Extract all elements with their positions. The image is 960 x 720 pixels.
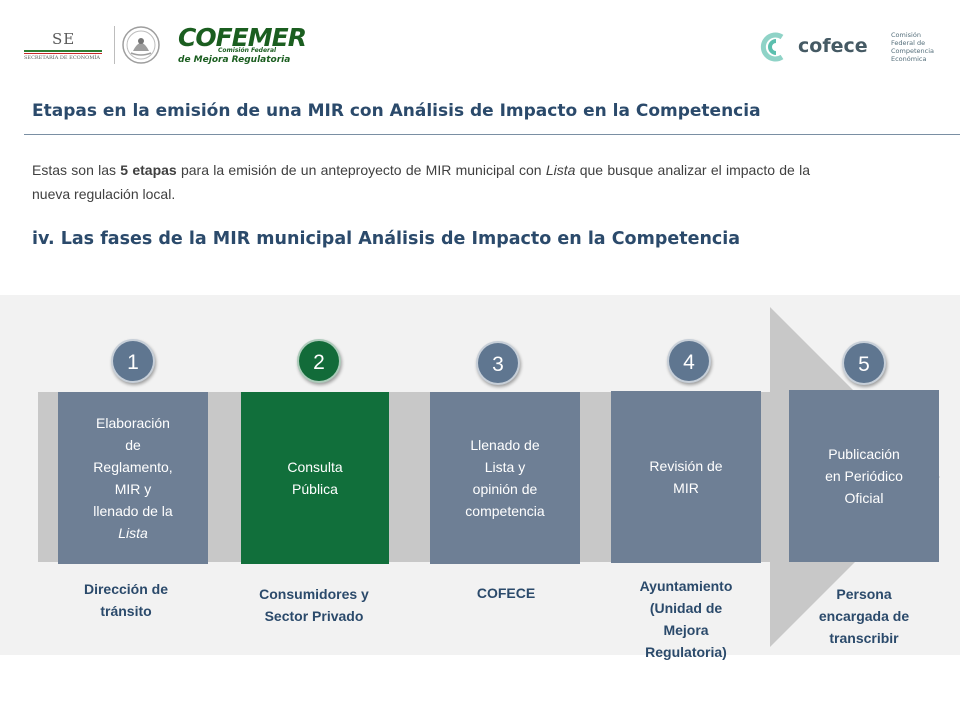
cofemer-logo-line1: Comisión Federal: [218, 47, 277, 54]
step-box-line: llenado de la: [93, 503, 173, 519]
step-box-line: Llenado de: [470, 437, 540, 453]
step-box-line: competencia: [465, 503, 545, 519]
step-box-line: MIR: [673, 480, 699, 496]
actor-line: transcribir: [829, 630, 899, 646]
se-logo-abbr: SE: [52, 30, 76, 48]
step-box-3: Llenado de Lista y opinión de competenci…: [430, 392, 580, 564]
step-box-line: Elaboración: [96, 415, 170, 431]
comision-line: Competencia: [891, 47, 935, 55]
actor-line: COFECE: [476, 585, 536, 601]
step-number-1: 1: [111, 339, 155, 383]
actor-line: (Unidad de: [649, 600, 723, 616]
step-actor-3: COFECE: [436, 582, 576, 604]
logo-divider: [114, 26, 115, 64]
actor-line: Dirección de: [83, 581, 169, 597]
comision-federal-text: Comisión Federal de Competencia Económic…: [891, 31, 951, 67]
cofemer-logo: COFEMER Comisión Federal de Mejora Regul…: [178, 23, 307, 69]
step-actor-5: Persona encargada de transcribir: [794, 583, 934, 649]
step-box-line: Publicación: [828, 446, 900, 462]
actor-line: Consumidores y: [259, 586, 369, 602]
section-subtitle: iv. Las fases de la MIR municipal Anális…: [32, 229, 741, 249]
cofemer-logo-line2: de Mejora Regulatoria: [178, 55, 291, 65]
step-box-5: Publicación en Periódico Oficial: [789, 390, 939, 562]
actor-line: Mejora: [663, 622, 709, 638]
page-title: Etapas en la emisión de una MIR con Anál…: [32, 101, 761, 121]
step-box-4: Revisión de MIR: [611, 391, 761, 563]
step-box-line: opinión de: [472, 481, 538, 497]
se-logo-subtitle: SECRETARÍA DE ECONOMÍA: [24, 55, 100, 61]
intro-italic: Lista: [545, 162, 576, 178]
se-logo-green-line: [24, 50, 102, 52]
title-divider: [24, 134, 960, 135]
step-box-line-italic: Lista: [118, 525, 148, 541]
step-box-1: Elaboración de Reglamento, MIR y llenado…: [58, 392, 208, 564]
step-box-line: en Periódico: [825, 468, 903, 484]
comision-line: Comisión: [891, 31, 921, 39]
intro-text: para la emisión de un anteproyecto de MI…: [176, 162, 546, 178]
actor-line: Persona: [836, 586, 892, 602]
intro-bold: 5 etapas: [120, 162, 177, 178]
comision-line: Económica: [891, 55, 927, 63]
se-logo-red-line: [24, 53, 102, 54]
cofece-c-icon: [760, 32, 784, 62]
step-box-line: Pública: [292, 481, 338, 497]
actor-line: Ayuntamiento: [639, 578, 733, 594]
step-box-line: de: [125, 437, 141, 453]
step-box-line: Consulta: [287, 459, 343, 475]
actor-line: encargada de: [818, 608, 910, 624]
step-number-3: 3: [476, 341, 520, 385]
step-box-line: Reglamento,: [93, 459, 173, 475]
cofemer-logo-main: COFEMER: [178, 23, 307, 52]
step-number-5: 5: [842, 341, 886, 385]
actor-line: Sector Privado: [264, 608, 364, 624]
step-box-line: Oficial: [844, 490, 884, 506]
actor-line: tránsito: [100, 603, 152, 619]
step-actor-2: Consumidores y Sector Privado: [239, 583, 389, 627]
step-box-line: MIR y: [114, 481, 152, 497]
step-box-line: Revisión de: [649, 458, 723, 474]
step-actor-4: Ayuntamiento (Unidad de Mejora Regulator…: [612, 575, 760, 663]
intro-paragraph: Estas son las 5 etapas para la emisión d…: [32, 158, 810, 206]
step-box-line: Lista y: [484, 459, 526, 475]
mexico-seal-icon: [121, 25, 161, 65]
step-number-2: 2: [297, 339, 341, 383]
intro-text: que busque analizar el impacto de la nue…: [32, 162, 811, 202]
step-actor-1: Dirección de tránsito: [56, 578, 196, 622]
cofece-logo: cofece: [760, 31, 870, 63]
actor-line: Regulatoria): [645, 644, 727, 660]
cofece-logo-word: cofece: [798, 35, 868, 57]
se-logo: SE SECRETARÍA DE ECONOMÍA: [24, 30, 102, 61]
intro-text: Estas son las: [32, 162, 121, 178]
step-number-4: 4: [667, 339, 711, 383]
step-box-2: Consulta Pública: [241, 392, 389, 564]
comision-line: Federal de: [891, 39, 926, 47]
